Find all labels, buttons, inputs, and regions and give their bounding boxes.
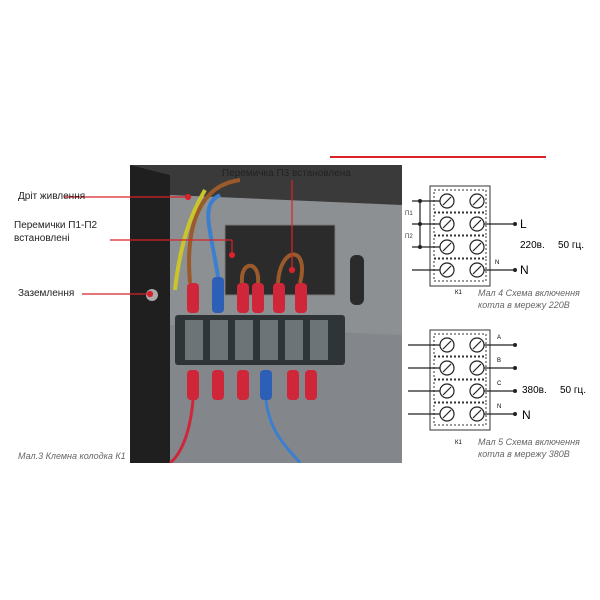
power-wire-label: Дріт живлення (18, 191, 86, 202)
k1-label-380: К1 (455, 440, 462, 446)
l-label: L (520, 217, 527, 231)
k1-label: К1 (455, 290, 462, 296)
phase-a-label: A (497, 335, 502, 341)
jumper-p3-label: Перемичка П3 встановлена (222, 168, 351, 179)
freq-380: 50 гц. (560, 385, 587, 396)
jumpers-p1p2-label-line2: встановлені (14, 233, 70, 244)
freq-220: 50 гц. (558, 240, 585, 251)
n-label: N (520, 263, 529, 277)
n-small-label: N (495, 260, 500, 266)
wiring-diagram-220v (412, 185, 517, 287)
header-divider (330, 156, 546, 158)
figure4-caption-line2: котла в мережу 220В (478, 300, 570, 310)
figure5-caption-line1: Мал 5 Схема включення (478, 437, 580, 447)
terminal-block-photo (130, 165, 402, 463)
wiring-diagram-380v (408, 329, 517, 431)
p1-label: П1 (405, 211, 413, 217)
n-label-380: N (522, 408, 531, 422)
voltage-380: 380в. (522, 385, 547, 396)
p2-label: П2 (405, 234, 413, 240)
figure5-caption-line2: котла в мережу 380В (478, 449, 570, 459)
ground-label: Заземлення (18, 288, 75, 299)
jumpers-p1p2-label-line1: Перемички П1-П2 (14, 220, 98, 231)
figure3-caption: Мал.3 Клемна колодка К1 (18, 451, 126, 461)
voltage-220: 220в. (520, 240, 545, 251)
callout-lines (64, 180, 296, 298)
figure4-caption-line1: Мал 4 Схема включення (478, 288, 580, 298)
phase-c-label: C (497, 381, 502, 387)
phase-b-label: B (497, 358, 502, 364)
n-small-label-380: N (497, 404, 502, 410)
